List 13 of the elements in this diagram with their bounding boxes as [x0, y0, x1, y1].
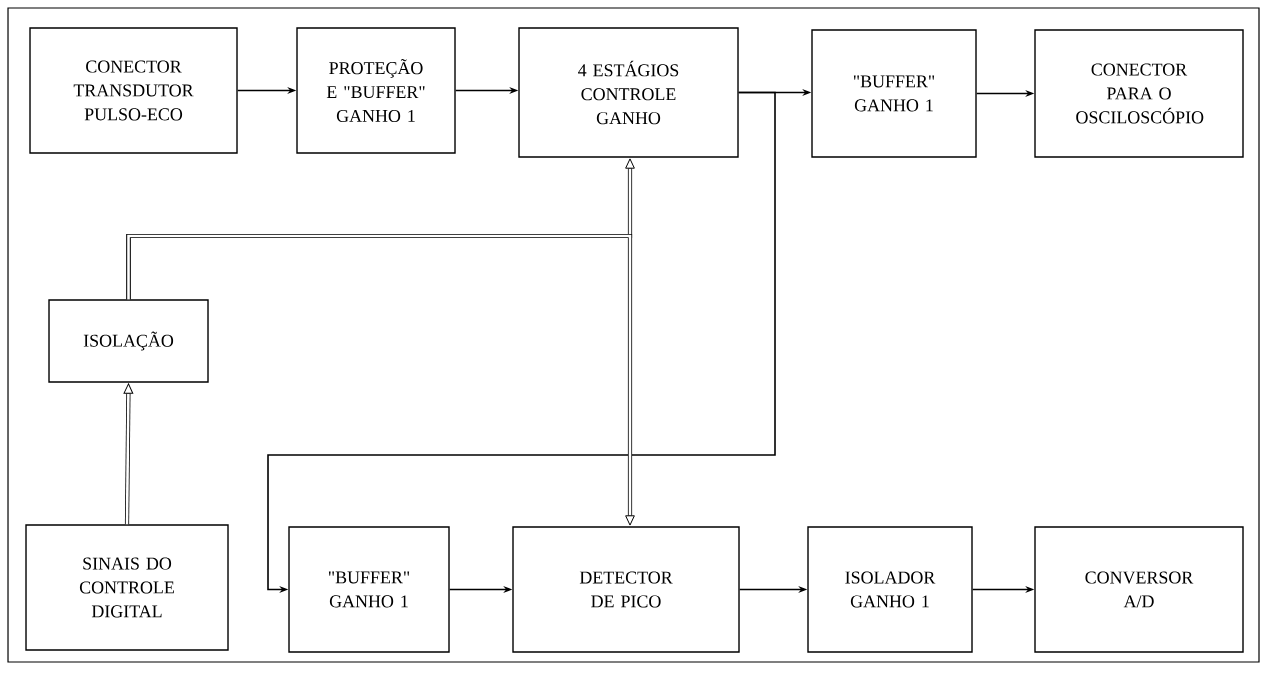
block-box: SINAIS DO CONTROLE DIGITAL	[25, 524, 229, 651]
block-box: DETECTOR DE PICO	[512, 526, 740, 653]
block-box: "BUFFER" GANHO 1	[811, 29, 977, 158]
block-box: CONECTOR TRANSDUTOR PULSO-ECO	[29, 27, 238, 154]
block-box: CONVERSOR A/D	[1034, 526, 1244, 653]
block-box: 4 ESTÁGIOS CONTROLE GANHO	[518, 27, 739, 158]
block-box: ISOLAÇÃO	[48, 299, 209, 383]
block-box: CONECTOR PARA O OSCILOSCÓPIO	[1034, 29, 1244, 158]
arrow	[126, 233, 635, 526]
arrow	[123, 383, 134, 525]
block-box: ISOLADOR GANHO 1	[807, 526, 973, 653]
block-box: "BUFFER" GANHO 1	[288, 526, 450, 653]
block-box: PROTEÇÃO E "BUFFER" GANHO 1	[296, 27, 456, 154]
